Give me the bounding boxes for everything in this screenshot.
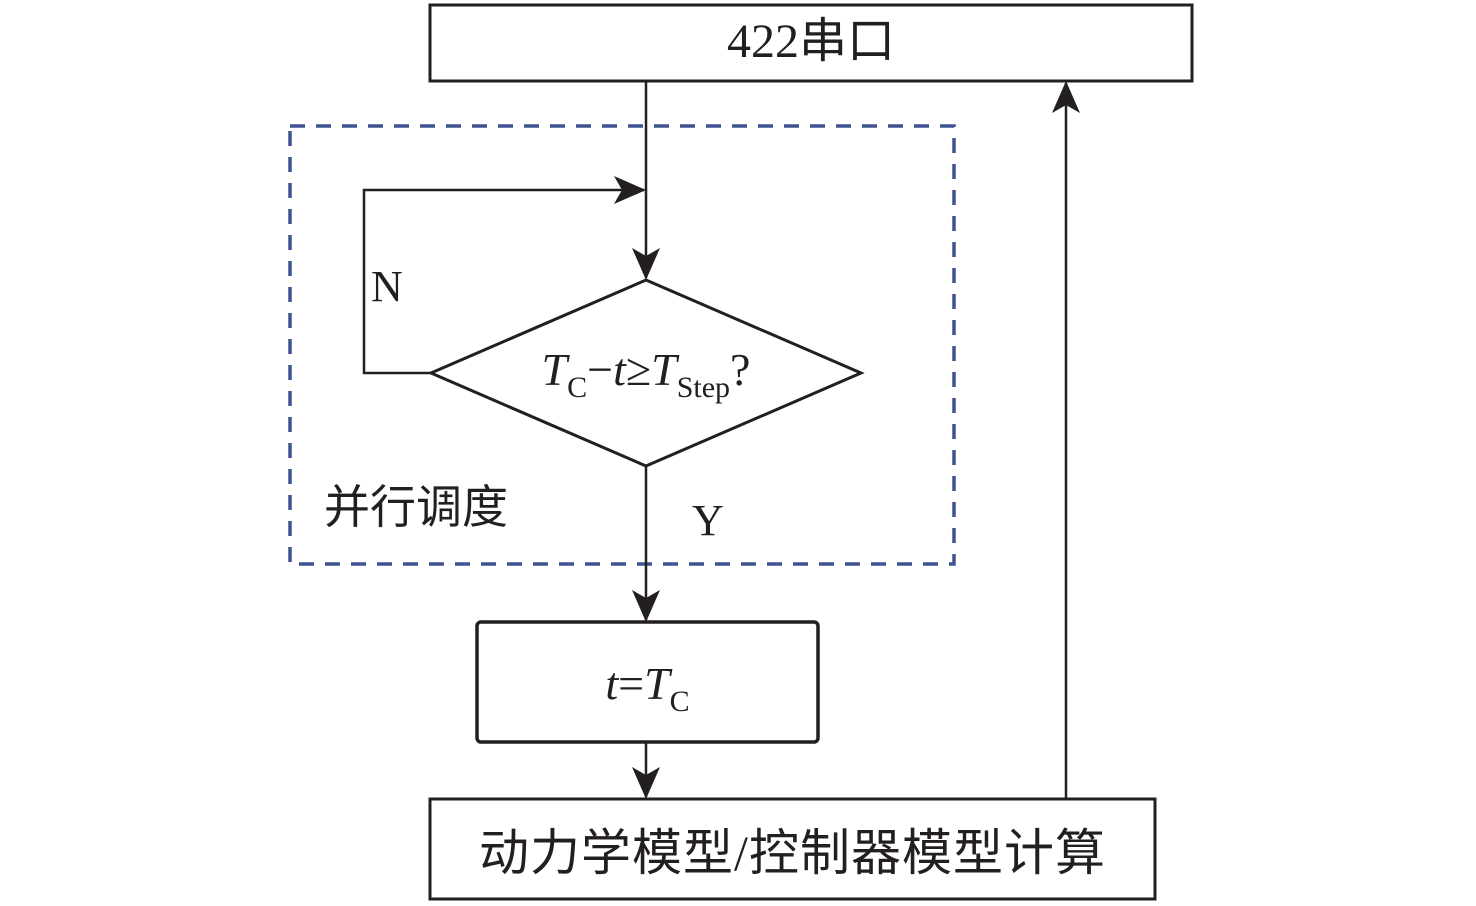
edge-no-loop [362,176,646,375]
compute-label: 动力学模型/控制器模型计算 [479,825,1106,881]
var-t: t [605,658,619,709]
sub-C: C [567,371,588,404]
var-T-c: T [541,344,568,395]
compute-box[interactable] [428,797,1157,901]
geq-sign: ≥ [625,344,652,395]
equals-sign: = [618,658,645,709]
decision-condition: TC−t≥TStep? [431,340,861,418]
edge-label-yes: Y [692,496,724,545]
serial-port-label: 422串口 [726,15,895,68]
sub-step: Step [676,371,731,404]
parallel-scheduling-label: 并行调度 [324,482,508,533]
question-mark: ? [730,344,751,395]
minus-sign: − [587,344,614,395]
var-t: t [613,344,626,395]
assign-label: t=TC [477,654,818,732]
assign-box[interactable] [475,620,820,744]
parallel-scheduling-group [288,124,956,566]
sub-C: C [669,685,690,718]
serial-port-box[interactable] [428,3,1194,83]
var-T-step: T [651,344,677,395]
var-T: T [644,658,670,709]
edge-label-no: N [371,262,403,311]
